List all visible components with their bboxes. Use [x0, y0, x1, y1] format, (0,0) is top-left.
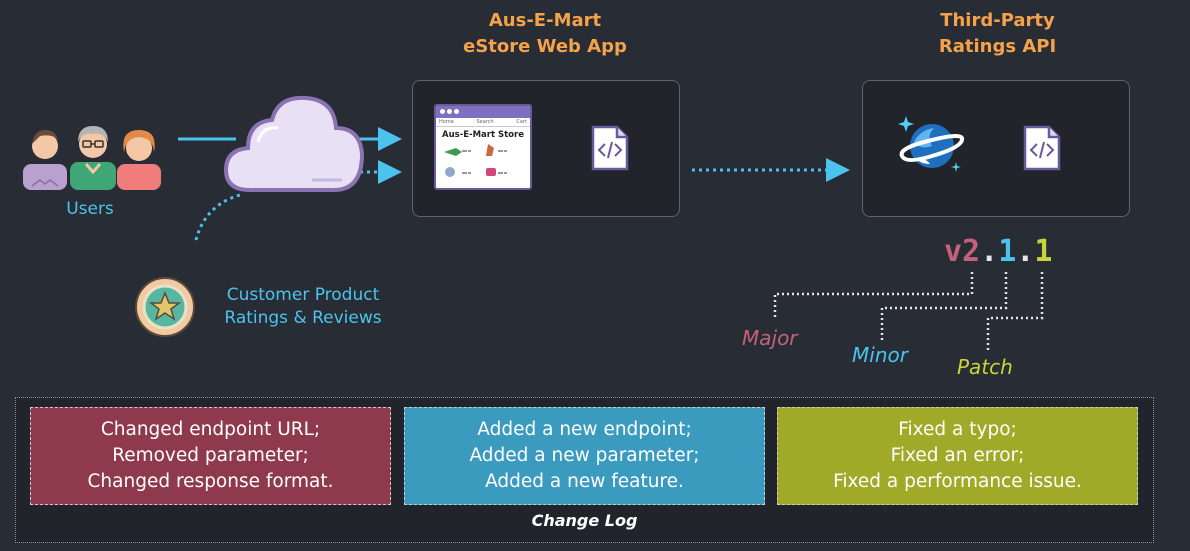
minor-change-item: Added a new endpoint; [477, 419, 692, 440]
window-dot-icon [440, 109, 445, 114]
store-title: Aus-E-Mart Store [442, 130, 524, 140]
version-minor: 1 [998, 234, 1017, 269]
browser-nav: Home Search Cart [436, 118, 530, 127]
minor-change-box: Added a new endpoint; Added a new parame… [404, 407, 765, 505]
minor-label: Minor [852, 343, 908, 367]
product-thumbnails [444, 144, 507, 177]
window-dot-icon [447, 109, 452, 114]
nav-cart: Cart [516, 119, 527, 125]
star-badge-icon [135, 277, 195, 337]
users-label: Users [66, 199, 114, 219]
major-change-item: Changed response format. [87, 471, 334, 492]
reviews-label: Customer Product Ratings & Reviews [218, 284, 388, 330]
major-connector [773, 272, 974, 318]
estore-title-line1: Aus-E-Mart [488, 10, 602, 31]
changelog-label: Change Log [531, 511, 638, 530]
version-major: v2 [944, 234, 981, 269]
nav-home: Home [439, 119, 454, 125]
version-string: v2.1.1 [944, 234, 1052, 269]
minor-change-item: Added a new feature. [485, 471, 684, 492]
code-file-icon [591, 125, 629, 171]
code-file-icon [1023, 125, 1061, 171]
nav-search: Search [476, 119, 494, 125]
patch-change-item: Fixed a performance issue. [833, 471, 1082, 492]
window-dot-icon [454, 109, 459, 114]
browser-titlebar [436, 106, 530, 118]
reviews-label-line1: Customer Product [226, 285, 380, 305]
version-dot: . [980, 234, 999, 269]
estore-title-line2: eStore Web App [463, 36, 627, 57]
estore-title: Aus-E-Mart eStore Web App [440, 8, 650, 60]
api-title-line2: Ratings API [938, 36, 1057, 57]
cloud-icon [223, 95, 365, 192]
version-dot: . [1016, 234, 1035, 269]
major-change-box: Changed endpoint URL; Removed parameter;… [30, 407, 391, 505]
patch-change-item: Fixed a typo; [898, 419, 1017, 440]
major-change-item: Changed endpoint URL; [100, 419, 321, 440]
major-change-item: Removed parameter; [112, 445, 309, 466]
minor-connector [880, 272, 1008, 340]
reviews-label-line2: Ratings & Reviews [224, 308, 382, 328]
version-patch: 1 [1034, 234, 1053, 269]
api-title: Third-Party Ratings API [900, 8, 1095, 60]
major-label: Major [742, 326, 798, 350]
browser-window-icon: Home Search Cart Aus-E-Mart Store [434, 104, 532, 190]
patch-change-box: Fixed a typo; Fixed an error; Fixed a pe… [777, 407, 1138, 505]
patch-label: Patch [957, 355, 1013, 379]
patch-connector [986, 272, 1044, 352]
minor-change-item: Added a new parameter; [469, 445, 700, 466]
users-icon [23, 126, 161, 190]
cosmos-planet-icon [898, 116, 965, 172]
patch-change-item: Fixed an error; [890, 445, 1025, 466]
api-title-line1: Third-Party [940, 10, 1055, 31]
